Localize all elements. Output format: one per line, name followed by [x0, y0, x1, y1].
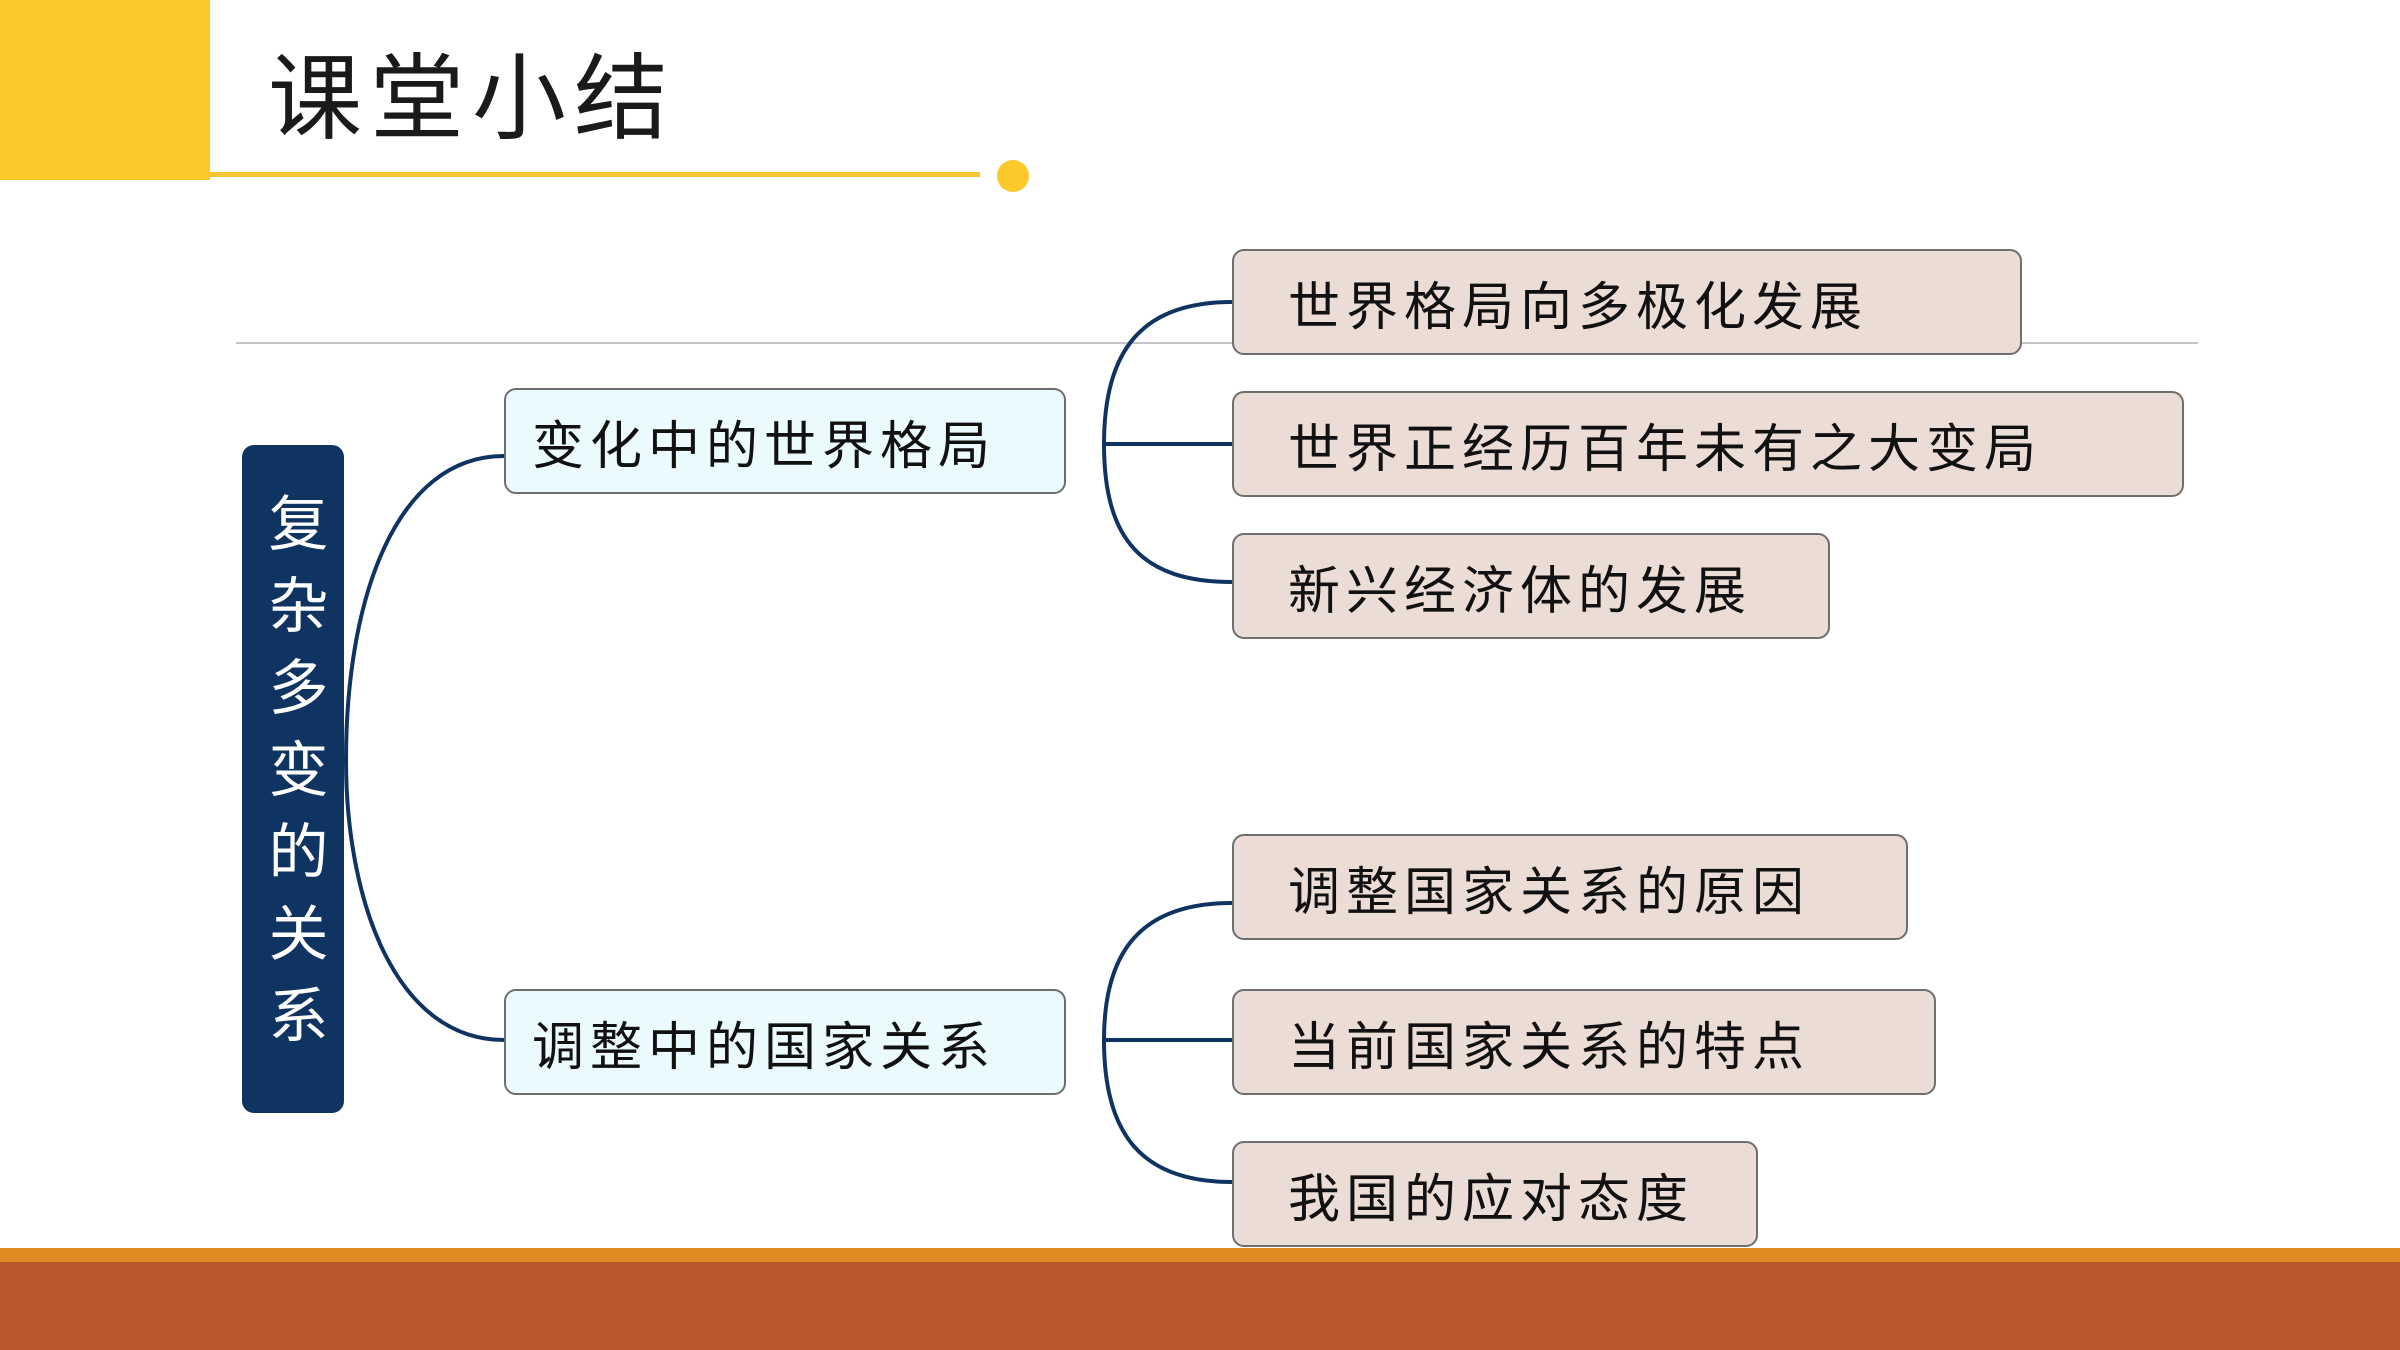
- leaf-node-multipolarity: 世界格局向多极化发展: [1232, 249, 2022, 355]
- title-underline: [210, 172, 980, 177]
- corner-accent-block: [0, 0, 210, 180]
- leaf-node-century-change: 世界正经历百年未有之大变局: [1232, 391, 2184, 497]
- title-accent-dot: [997, 160, 1029, 192]
- leaf-node-adjustment-reasons: 调整国家关系的原因: [1232, 834, 1908, 940]
- mindmap-root-node: 复杂多变的关系: [242, 445, 344, 1113]
- connector-root-branch-1: [344, 454, 506, 762]
- connector-branch-1-leaf-1: [1102, 300, 1234, 446]
- connector-branch-2-leaf-1: [1102, 901, 1234, 1042]
- connector-root-branch-2: [344, 758, 506, 1042]
- slide-title: 课堂小结: [268, 45, 677, 154]
- leaf-node-current-features: 当前国家关系的特点: [1232, 989, 1936, 1095]
- leaf-node-emerging-economies: 新兴经济体的发展: [1232, 533, 1830, 639]
- connector-branch-1-leaf-3: [1102, 442, 1234, 584]
- leaf-node-china-response: 我国的应对态度: [1232, 1141, 1758, 1247]
- footer-band-rust: [0, 1262, 2400, 1350]
- connector-branch-2-leaf-3: [1102, 1038, 1234, 1184]
- footer-stripe-orange: [0, 1248, 2400, 1262]
- branch-node-state-relations: 调整中的国家关系: [504, 989, 1066, 1095]
- root-node-label: 复杂多变的关系: [258, 492, 328, 1066]
- branch-node-world-pattern: 变化中的世界格局: [504, 388, 1066, 494]
